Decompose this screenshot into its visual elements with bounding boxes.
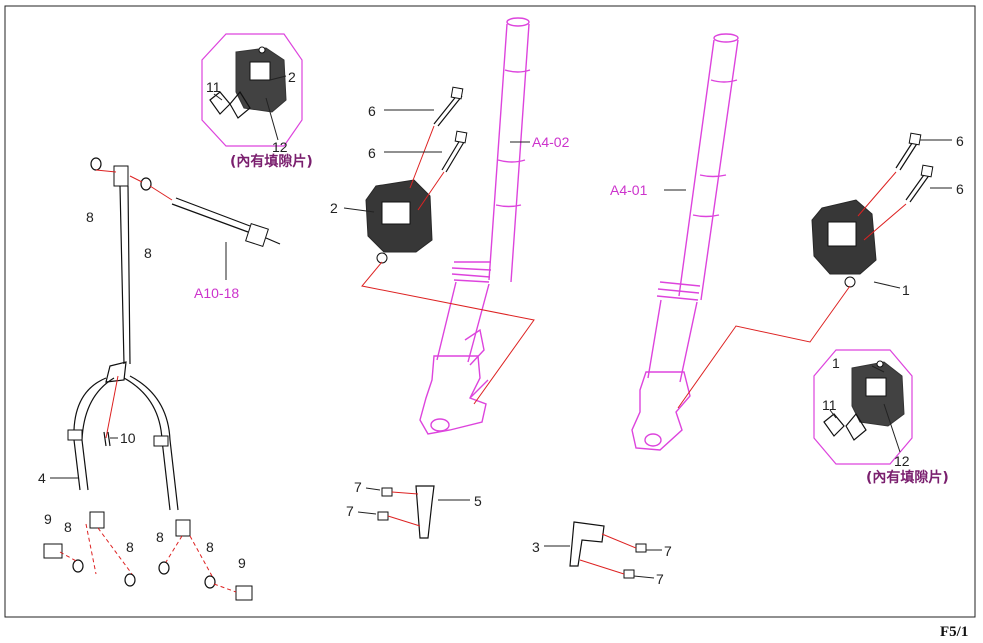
page-number: F5/1 (940, 624, 968, 640)
caliper-to-fork-line-right (361, 261, 535, 405)
note-shim-top: (內有填隙片) (230, 153, 313, 170)
brake-light-switch (149, 185, 281, 247)
label-fork-a4-02: A4-02 (532, 134, 570, 150)
brake-caliper-2 (365, 86, 468, 264)
label-7-c: 7 (664, 543, 672, 559)
label-12-b: 12 (894, 453, 910, 469)
label-2-b: 2 (288, 69, 296, 85)
label-12-a: 12 (272, 139, 288, 155)
note-shim-bottom: (內有填隙片) (866, 469, 949, 486)
hose-bracket-5 (377, 485, 435, 539)
front-fork-left (631, 33, 739, 451)
label-6-d: 6 (956, 181, 964, 197)
label-9-b: 9 (238, 555, 246, 571)
label-7-a: 7 (354, 479, 362, 495)
inset-caliper-top (201, 33, 303, 147)
label-8-b: 8 (144, 245, 152, 261)
label-10: 10 (120, 430, 136, 446)
label-8-c: 8 (64, 519, 72, 535)
label-a10-18: A10-18 (194, 285, 239, 301)
label-11-a: 11 (206, 79, 221, 95)
label-3: 3 (532, 539, 540, 555)
inset-caliper-bottom (813, 349, 913, 465)
label-8-f: 8 (206, 539, 214, 555)
label-8-d: 8 (126, 539, 134, 555)
label-2-a: 2 (330, 200, 338, 216)
label-8-a: 8 (86, 209, 94, 225)
caliper-to-fork-line-left (677, 285, 851, 409)
label-6-a: 6 (368, 103, 376, 119)
label-1-a: 1 (902, 282, 910, 298)
diagram-frame (4, 5, 976, 618)
label-4: 4 (38, 470, 46, 486)
hose-bracket-3 (569, 521, 647, 579)
label-9-a: 9 (44, 511, 52, 527)
brake-hose-assembly (43, 157, 253, 601)
front-fork-right (419, 17, 531, 435)
label-5: 5 (474, 493, 482, 509)
label-6-c: 6 (956, 133, 964, 149)
leader-lines (50, 75, 952, 579)
label-fork-a4-01: A4-01 (610, 182, 648, 198)
label-7-d: 7 (656, 571, 664, 587)
label-7-b: 7 (346, 503, 354, 519)
label-1-b: 1 (832, 355, 840, 371)
label-8-e: 8 (156, 529, 164, 545)
brake-caliper-1 (811, 132, 934, 288)
label-6-b: 6 (368, 145, 376, 161)
label-11-b: 11 (822, 397, 837, 413)
